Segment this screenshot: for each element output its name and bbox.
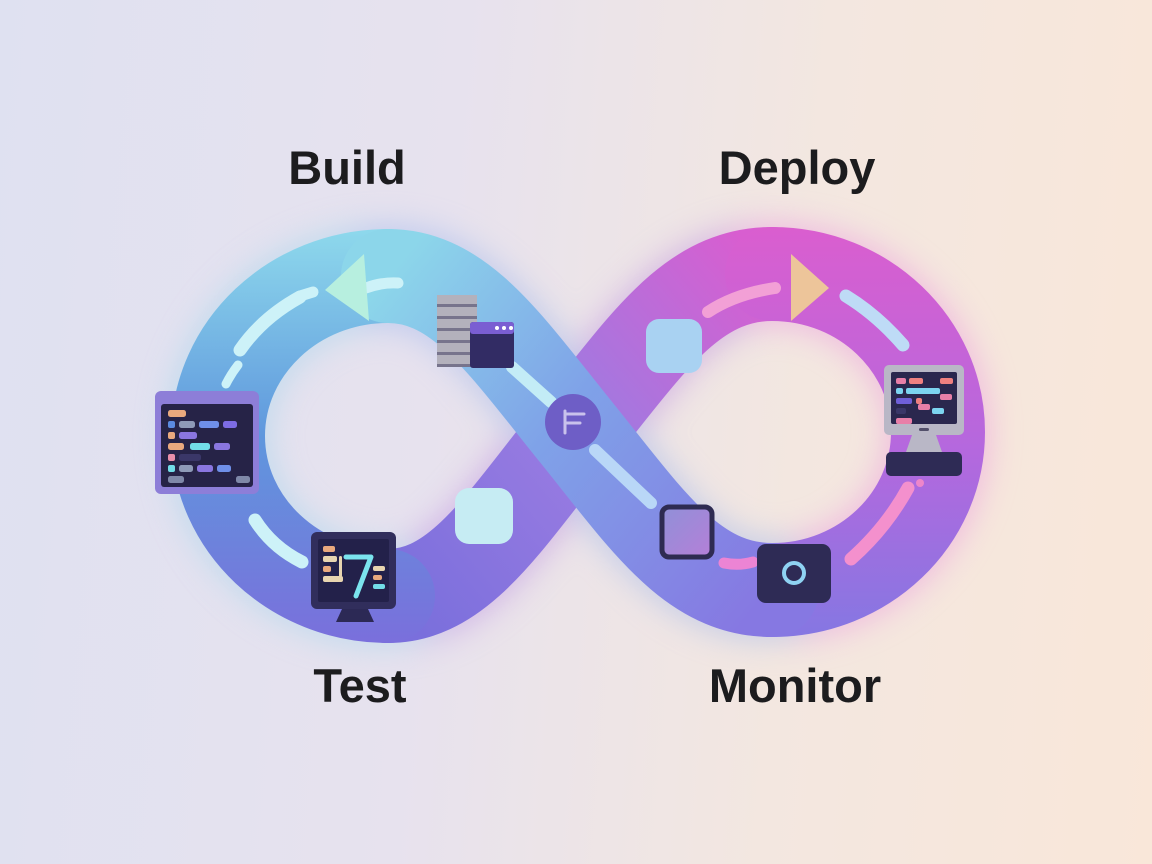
- test-results-monitor-icon: [311, 532, 396, 622]
- artifact-square-icon: [646, 319, 702, 373]
- left-arrow-icon: [325, 254, 369, 321]
- container-square-icon: [659, 504, 715, 560]
- stage-label-build: Build: [288, 141, 406, 194]
- stage-label-monitor: Monitor: [708, 659, 882, 712]
- stage-label-deploy: Deploy: [718, 141, 876, 194]
- right-arrow-icon: [791, 254, 829, 321]
- desktop-computer-icon: [884, 365, 964, 487]
- code-editor-icon: [155, 391, 259, 494]
- package-square-icon: [455, 488, 513, 544]
- commit-node-icon: [545, 394, 601, 450]
- camera-panel-icon: [757, 544, 831, 603]
- server-stack-window-icon: [437, 295, 514, 368]
- flow-dashes: [221, 277, 915, 570]
- stage-label-test: Test: [313, 659, 407, 712]
